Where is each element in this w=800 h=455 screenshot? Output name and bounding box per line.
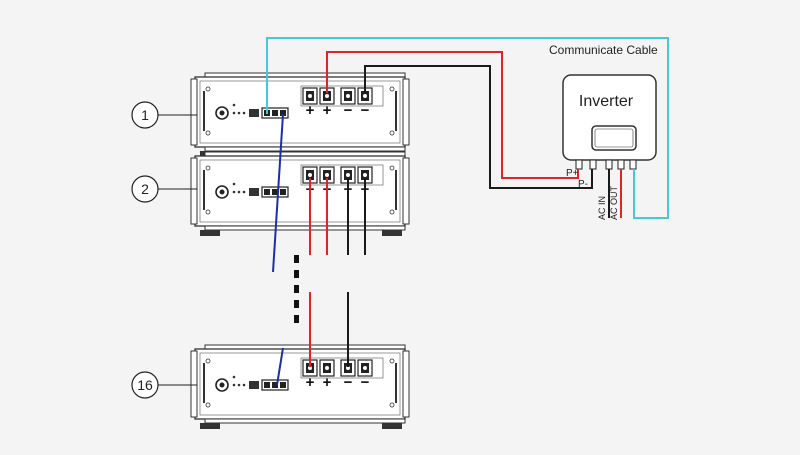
polarity-plus-label: + [323, 374, 332, 391]
battery-label-1: 1 [141, 107, 149, 123]
ac-in-label: AC IN [597, 196, 607, 220]
link-cable [272, 113, 284, 386]
battery-module-2 [190, 151, 410, 237]
ac-out-label: AC OUT [609, 185, 619, 220]
battery-label-16: 16 [137, 377, 153, 393]
ac-cables [608, 169, 622, 218]
battery-module-1 [190, 72, 410, 158]
battery-callout-1: 1 [131, 101, 197, 129]
inverter-title: Inverter [579, 93, 634, 110]
battery-callout-16: 16 [131, 371, 197, 399]
communicate-cable-label: Communicate Cable [549, 43, 658, 57]
inverter: Inverter [562, 74, 657, 170]
polarity-plus-label: + [323, 102, 332, 119]
inverter-p-plus-label: P+ [566, 168, 579, 179]
inverter-p-minus-label: P- [578, 179, 588, 190]
polarity-minus-label: − [361, 374, 370, 391]
battery-module-16 [190, 344, 410, 430]
negative-cable [347, 65, 593, 367]
communicate-cable [266, 37, 669, 219]
polarity-plus-label: + [306, 374, 315, 391]
polarity-minus-label: − [344, 102, 353, 119]
polarity-minus-label: − [344, 374, 353, 391]
battery-label-2: 2 [141, 181, 149, 197]
positive-cable [309, 51, 579, 367]
continuation-dots [294, 255, 299, 323]
battery-callout-2: 2 [131, 175, 197, 203]
polarity-minus-label: − [361, 102, 370, 119]
polarity-plus-label: + [306, 102, 315, 119]
